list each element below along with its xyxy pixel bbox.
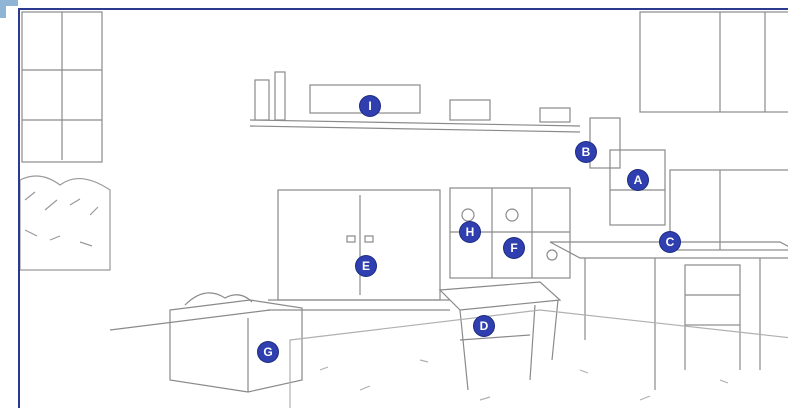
marker-a[interactable]: A xyxy=(628,170,648,190)
plants-sketch xyxy=(20,176,110,270)
stool-sketch xyxy=(440,282,560,390)
marker-d[interactable]: D xyxy=(474,316,494,336)
marker-g[interactable]: G xyxy=(258,342,278,362)
marker-f[interactable]: F xyxy=(504,238,524,258)
illustration-frame: I B A H C F E D G xyxy=(18,8,788,408)
floor-line-sketch xyxy=(110,310,270,330)
tv-cabinet-sketch xyxy=(268,190,450,310)
window-sketch xyxy=(22,12,102,162)
wardrobe-sketch xyxy=(610,150,788,250)
marker-i[interactable]: I xyxy=(360,96,380,116)
marker-b[interactable]: B xyxy=(576,142,596,162)
marker-c[interactable]: C xyxy=(660,232,680,252)
room-sketch xyxy=(20,10,788,408)
wall-shelf-sketch xyxy=(250,72,580,132)
marker-e[interactable]: E xyxy=(356,256,376,276)
upper-cabinets-sketch xyxy=(590,12,788,168)
table-sketch xyxy=(550,242,788,390)
corner-accent xyxy=(0,0,18,18)
marker-h[interactable]: H xyxy=(460,222,480,242)
toy-box-sketch xyxy=(170,293,302,392)
